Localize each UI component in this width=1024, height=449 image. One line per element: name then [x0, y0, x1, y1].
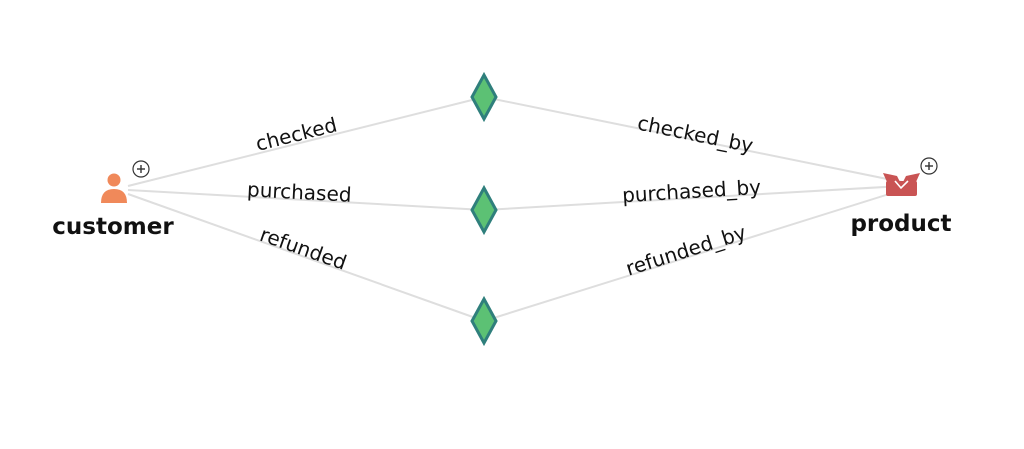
edge-checked[interactable] [127, 96, 485, 187]
diamond-icon [470, 184, 498, 236]
plus-circle-icon[interactable] [132, 160, 150, 178]
relation-node-refunded[interactable] [470, 295, 498, 347]
node-product[interactable]: product [850, 173, 952, 237]
node-label-product: product [850, 211, 951, 237]
node-label-customer: customer [52, 214, 174, 240]
edge-label-purchased-by: purchased_by [621, 175, 761, 207]
relation-node-purchased[interactable] [470, 184, 498, 236]
edge-label-checked: checked [253, 113, 339, 156]
edge-checked-by[interactable] [483, 96, 903, 183]
edge-refunded-by[interactable] [483, 189, 903, 322]
user-icon [101, 173, 127, 203]
diamond-icon [470, 71, 498, 123]
edge-refunded[interactable] [127, 193, 485, 322]
diamond-icon [470, 295, 498, 347]
edge-label-checked-by: checked_by [635, 111, 755, 158]
edge-label-refunded: refunded [257, 222, 350, 275]
box-icon [883, 173, 920, 196]
edge-label-refunded-by: refunded_by [623, 220, 749, 280]
relation-node-checked[interactable] [470, 71, 498, 123]
edge-purchased-by[interactable] [483, 185, 903, 211]
edge-purchased[interactable] [127, 189, 485, 211]
plus-circle-icon[interactable] [920, 157, 938, 175]
edge-label-purchased: purchased [247, 177, 353, 206]
node-customer[interactable]: customer [52, 173, 174, 241]
